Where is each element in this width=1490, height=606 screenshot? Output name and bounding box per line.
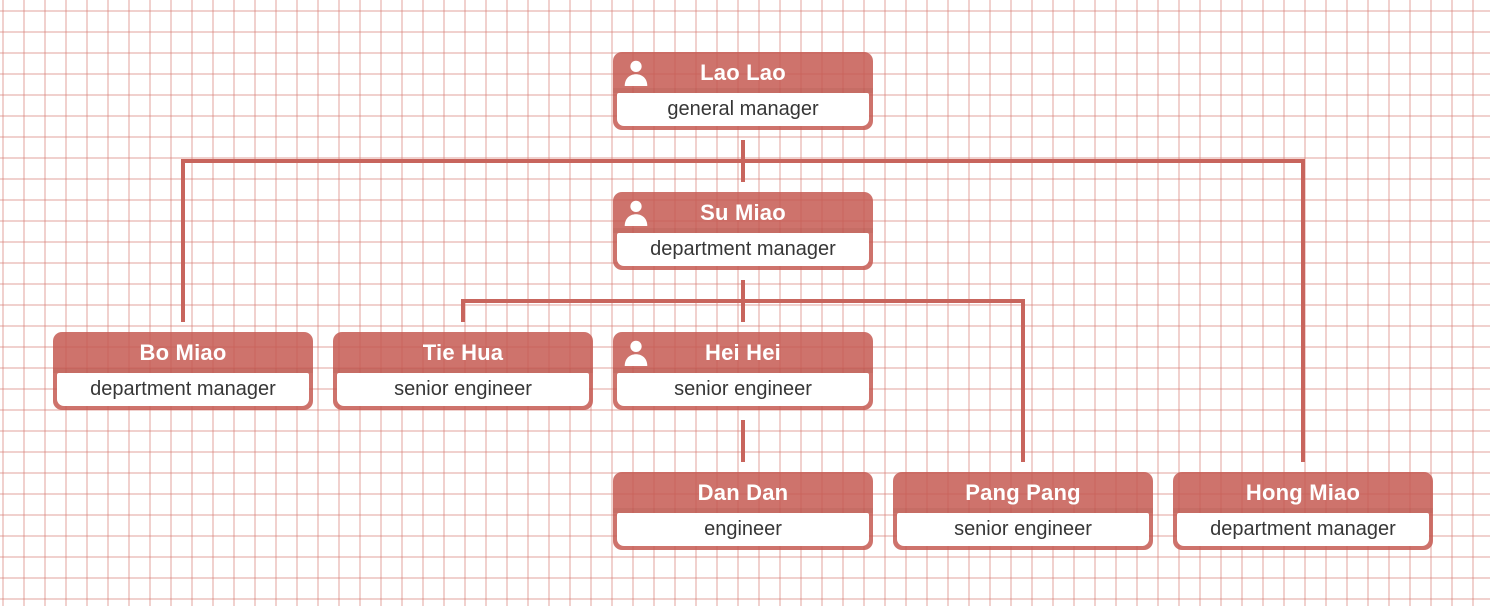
connector-segment	[1021, 303, 1025, 462]
org-node-tie-hua[interactable]: Tie Hua senior engineer	[333, 332, 593, 410]
connector-segment	[741, 303, 745, 322]
node-name: Hong Miao	[1245, 479, 1361, 505]
node-name: Pang Pang	[965, 479, 1081, 505]
node-title: general manager	[667, 98, 819, 120]
connector-segment	[741, 140, 745, 159]
node-name: Su Miao	[700, 199, 786, 225]
node-title: engineer	[704, 518, 782, 540]
connector-segment	[181, 159, 1305, 163]
node-name: Dan Dan	[697, 479, 789, 505]
org-node-hei-hei[interactable]: Hei Hei senior engineer	[613, 332, 873, 410]
org-node-header: Lao Lao	[613, 52, 873, 93]
node-name: Tie Hua	[422, 339, 504, 365]
person-icon	[621, 59, 651, 86]
connector-segment	[1301, 163, 1305, 462]
connector-segment	[741, 420, 745, 462]
org-node-header: Bo Miao	[53, 332, 313, 373]
org-node-header: Tie Hua	[333, 332, 593, 373]
org-node-header: Dan Dan	[613, 472, 873, 513]
org-node-header: Hong Miao	[1173, 472, 1433, 513]
org-node-lao-lao[interactable]: Lao Lao general manager	[613, 52, 873, 130]
org-node-body: senior engineer	[617, 373, 869, 406]
org-node-body: general manager	[617, 93, 869, 126]
org-node-dan-dan[interactable]: Dan Dan engineer	[613, 472, 873, 550]
node-name: Hei Hei	[705, 339, 781, 365]
node-name: Lao Lao	[700, 59, 786, 85]
org-node-header: Pang Pang	[893, 472, 1153, 513]
org-node-body: senior engineer	[337, 373, 589, 406]
org-node-body: department manager	[57, 373, 309, 406]
connector-segment	[461, 299, 1025, 303]
node-title: senior engineer	[954, 518, 1092, 540]
org-node-su-miao[interactable]: Su Miao department manager	[613, 192, 873, 270]
org-node-body: senior engineer	[897, 513, 1149, 546]
node-title: senior engineer	[394, 378, 532, 400]
node-title: senior engineer	[674, 378, 812, 400]
connector-segment	[741, 163, 745, 182]
org-node-bo-miao[interactable]: Bo Miao department manager	[53, 332, 313, 410]
connector-segment	[461, 303, 465, 322]
node-title: department manager	[1210, 518, 1396, 540]
connector-segment	[741, 280, 745, 299]
org-node-body: department manager	[1177, 513, 1429, 546]
node-name: Bo Miao	[139, 339, 227, 365]
connector-segment	[181, 163, 185, 322]
person-icon	[621, 339, 651, 366]
person-icon	[621, 199, 651, 226]
org-node-header: Hei Hei	[613, 332, 873, 373]
org-node-hong-miao[interactable]: Hong Miao department manager	[1173, 472, 1433, 550]
node-title: department manager	[90, 378, 276, 400]
org-node-body: engineer	[617, 513, 869, 546]
org-node-pang-pang[interactable]: Pang Pang senior engineer	[893, 472, 1153, 550]
node-title: department manager	[650, 238, 836, 260]
org-node-header: Su Miao	[613, 192, 873, 233]
org-node-body: department manager	[617, 233, 869, 266]
